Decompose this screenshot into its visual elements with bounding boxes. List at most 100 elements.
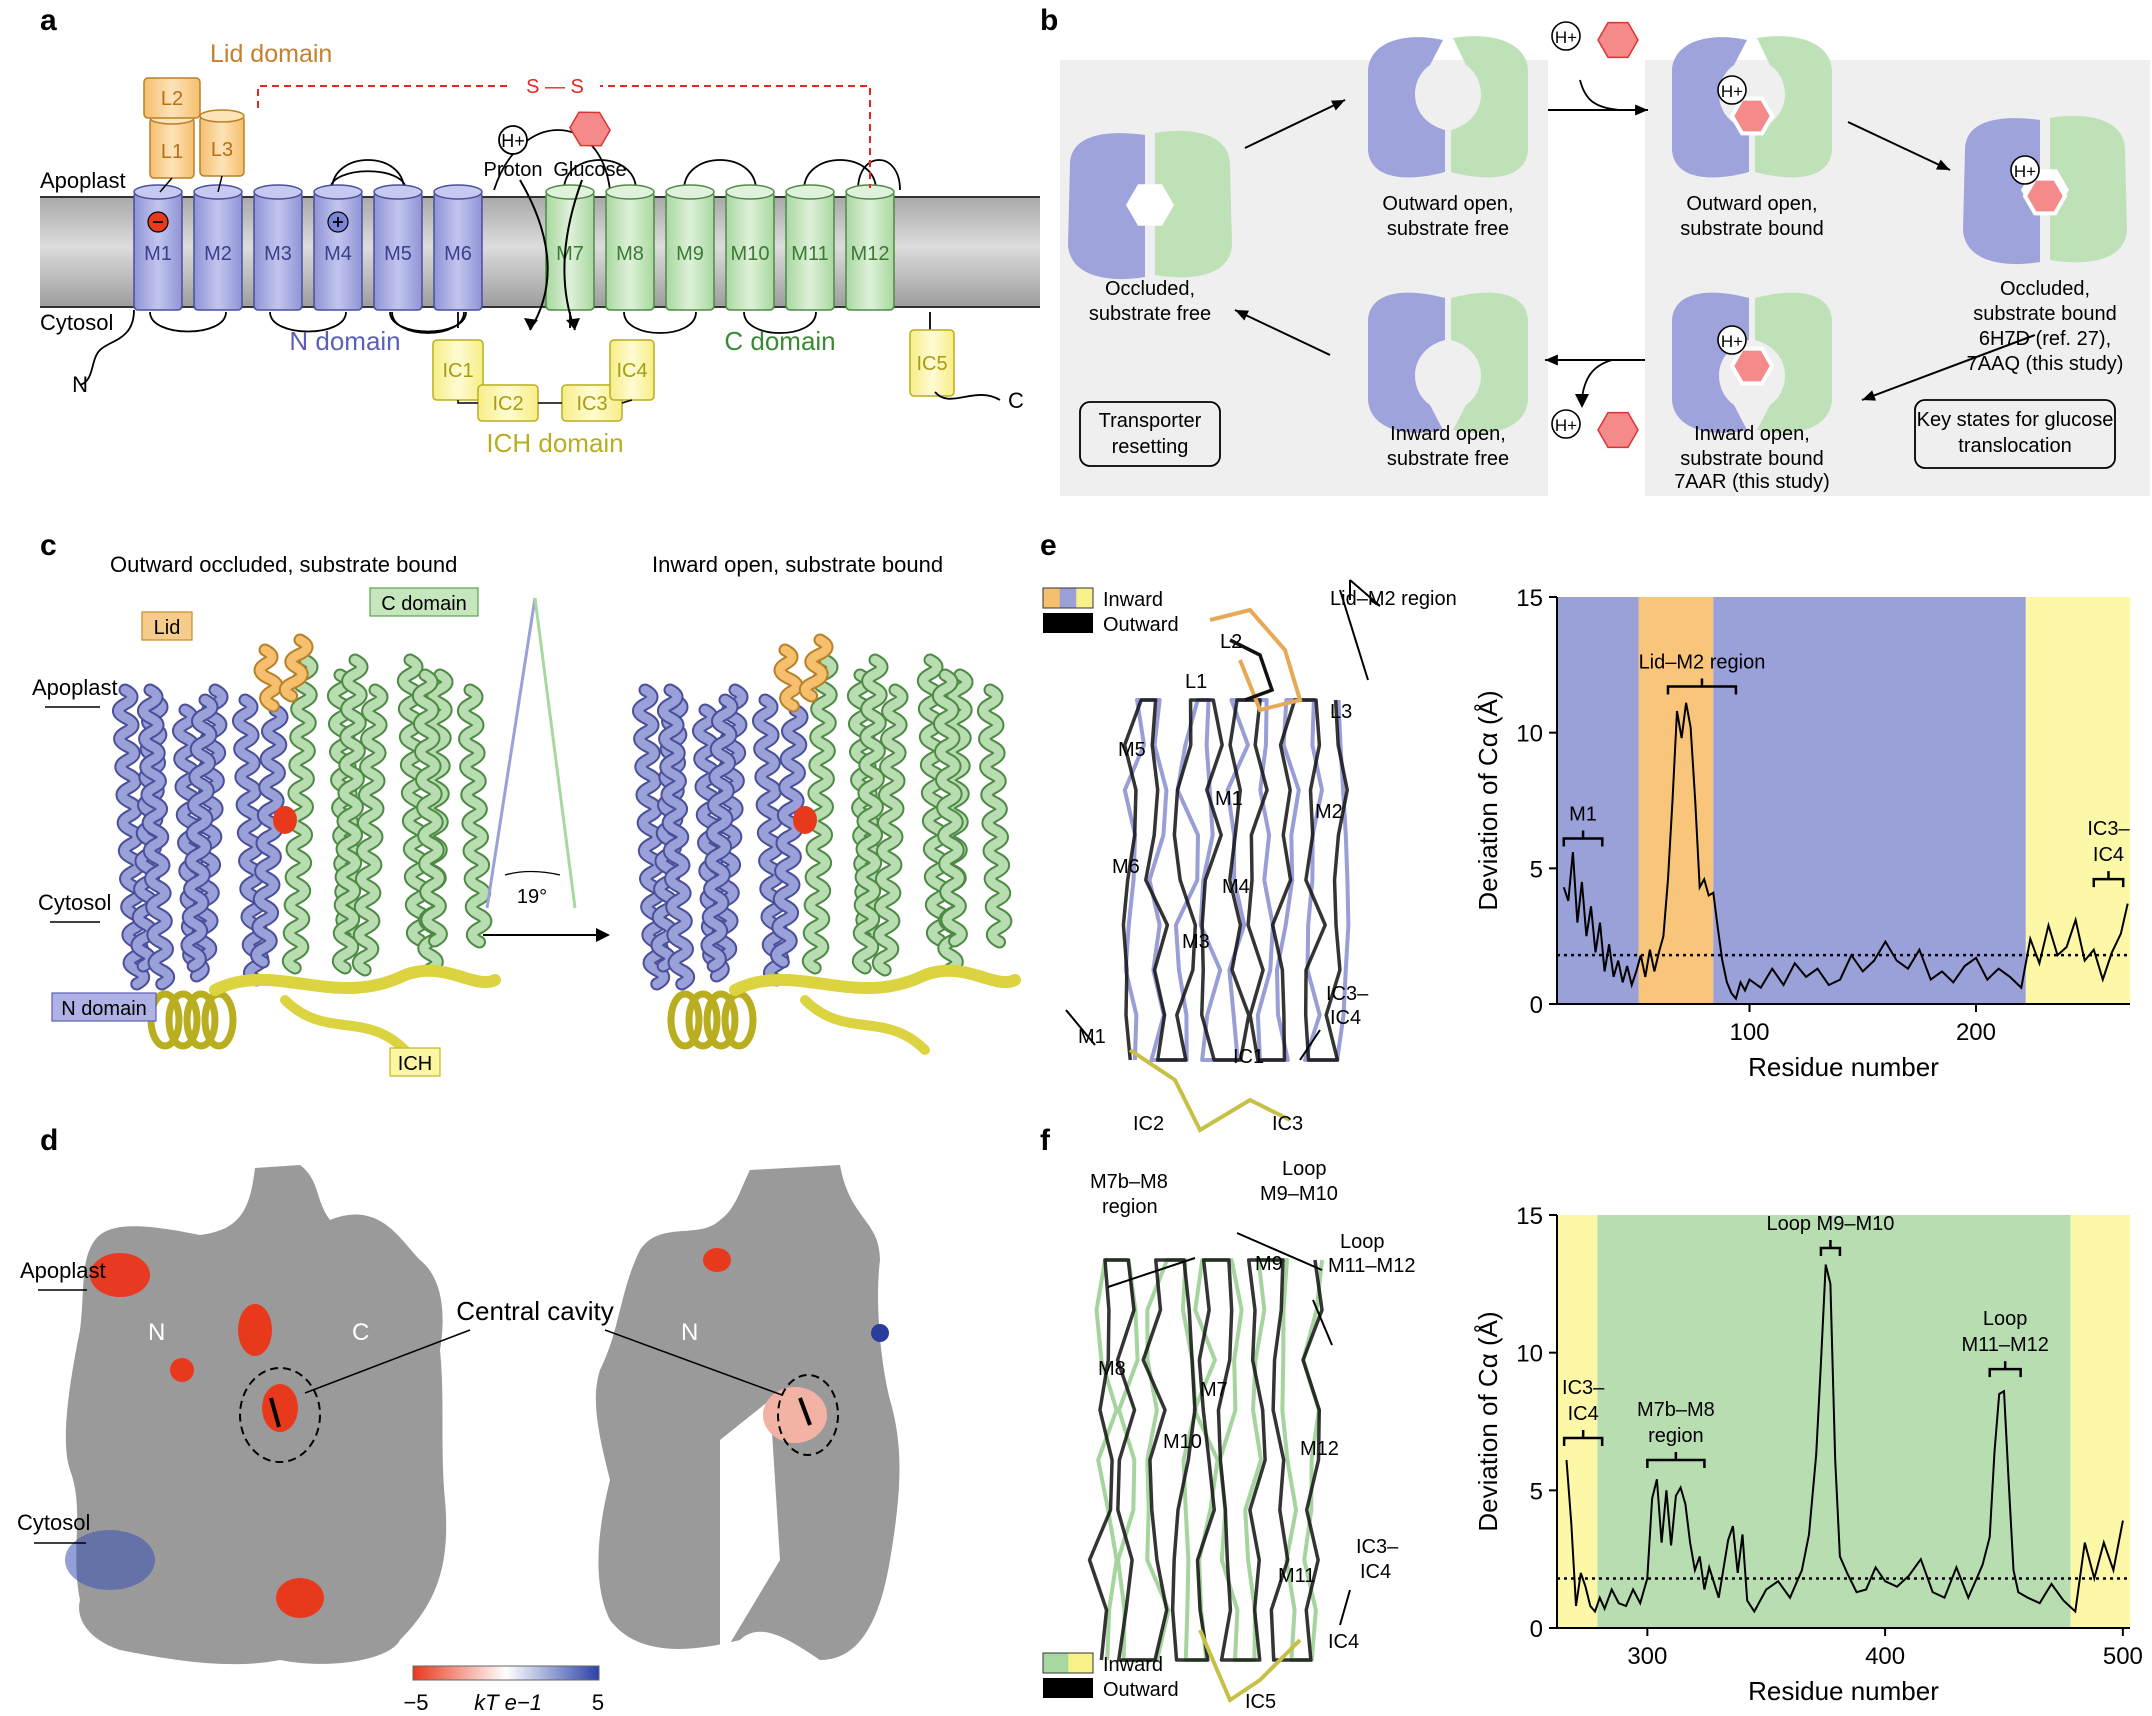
proton-symbol: H+: [501, 131, 525, 151]
annotation-label: M11–M12: [1961, 1334, 2048, 1356]
lid-label-L3: L3: [211, 139, 233, 161]
central-cavity-label: Central cavity: [456, 1296, 614, 1326]
annotation-label: IC3–: [2087, 818, 2130, 840]
transporter-occluded: H+: [1963, 115, 2127, 265]
helix-top: [785, 184, 835, 200]
loop: [391, 311, 465, 334]
ich-ribbon: [800, 995, 930, 1055]
ich-coil: [201, 990, 237, 1050]
bracket-lid-m2: [1339, 589, 1369, 681]
loop: [269, 311, 347, 333]
ich-ribbon: [280, 995, 410, 1055]
panel-d-apoplast: Apoplast: [20, 1258, 106, 1283]
lid-label-L1: L1: [161, 141, 183, 163]
charge-colorbar: [412, 1665, 600, 1681]
c-label-left: C: [352, 1319, 369, 1346]
cavity-ring-left: [239, 1367, 321, 1463]
state-labels: Occluded,substrate free Outward open,sub…: [1089, 193, 2124, 493]
state-inward-bound: Inward open,substrate bound: [1680, 423, 1823, 470]
angle-line-n: [485, 597, 537, 909]
label-m6: M6: [1112, 856, 1140, 878]
label-l1: L1: [1185, 671, 1207, 693]
n-half: [1368, 292, 1445, 433]
legend-inward-f: Inward: [1103, 1654, 1163, 1676]
colorbar-min: −5: [403, 1690, 428, 1715]
uptake-curve: [1579, 79, 1621, 111]
loop-m6-m7: [493, 129, 611, 191]
label-m4: M4: [1222, 876, 1250, 898]
proton-symbol: H+: [2014, 162, 2036, 181]
n-helix-fill: [772, 705, 807, 967]
x-axis-label: Residue number: [1748, 1052, 1939, 1082]
key-states-box-text: Key states for glucose translocation: [1916, 409, 2114, 457]
annotation-bracket: [1646, 1452, 1706, 1469]
panel-e-label: e: [1040, 529, 1057, 562]
panel-f-label: f: [1040, 1124, 1051, 1157]
ich-coil: [721, 990, 757, 1050]
c-half: [1755, 292, 1832, 433]
c-helix-fill: [333, 655, 367, 973]
lid-helix-fill: [280, 635, 312, 701]
state-occluded-bound-pdb2: 7AAQ (this study): [1967, 353, 2124, 375]
release-arrowhead: [1575, 394, 1589, 408]
y-tick-label: 10: [1516, 1341, 1543, 1368]
lid-link: [159, 177, 173, 193]
lid-helix-fill: [800, 635, 832, 701]
ich-domain-label: ICH domain: [486, 428, 623, 458]
c-domain-label: C domain: [724, 326, 835, 356]
legend-inward-e: Inward: [1103, 589, 1163, 611]
cavity-ring-right: [777, 1374, 839, 1456]
lid-tag: Lid: [154, 617, 181, 639]
bracket-ic3f: [1339, 1589, 1351, 1626]
region-band: [1713, 597, 2026, 1004]
ich-coil: [183, 990, 219, 1050]
ich-coil: [703, 990, 739, 1050]
glucose-hexagon-icon: [569, 111, 611, 147]
n-helix-fill: [702, 695, 737, 971]
lid-link: [217, 175, 223, 193]
lid-L2: [143, 77, 201, 119]
panel-b: b H+H+H+H+H+ Occluded,substrate free Out…: [1040, 4, 2150, 496]
n-label-right: N: [681, 1319, 698, 1346]
panel-b-label: b: [1040, 4, 1058, 37]
loop: [331, 159, 405, 191]
arrowhead: [1545, 354, 1558, 366]
lid-trace-outward: [1229, 638, 1275, 702]
c-helix-fill: [459, 685, 491, 947]
transporter-inward: [1368, 292, 1528, 433]
surface-outward: [65, 1165, 447, 1665]
glucose-icon: [1729, 346, 1775, 386]
loop: [149, 311, 227, 333]
annotation-bracket: [1562, 1430, 1604, 1447]
helix-top: [253, 184, 303, 200]
c-helix-fill: [413, 670, 446, 946]
y-tick-label: 5: [1530, 856, 1543, 883]
cycle-arrow: [1244, 99, 1346, 149]
label-m3: M3: [1182, 931, 1210, 953]
helix-label-M11: M11: [791, 243, 828, 265]
ich-ribbon: [209, 964, 501, 996]
structure-labels-f: M7b–M8 region Loop M9–M10 Loop M11–M12 M…: [1090, 1158, 1415, 1713]
glucose-site: [273, 806, 297, 834]
loop: [389, 311, 467, 333]
proton-label: Proton: [484, 159, 543, 181]
ich-tag: ICH: [398, 1053, 432, 1075]
annotation-label: Lid–M2 region: [1639, 652, 1766, 674]
annotation-bracket: [2092, 871, 2125, 888]
ic-IC5: [909, 329, 955, 397]
proton-circle: [498, 125, 528, 155]
region-band: [2025, 597, 2130, 1004]
loop: [623, 311, 697, 334]
helix-label-M12: M12: [851, 243, 890, 265]
label-m9-m10: M9–M10: [1260, 1183, 1338, 1205]
label-m2: M2: [1315, 801, 1343, 823]
helix-top: [605, 184, 655, 200]
label-ic3-ic4-b: IC4: [1330, 1007, 1361, 1029]
helix-label-M4: M4: [324, 243, 352, 265]
ic-label-IC4: IC4: [616, 360, 647, 382]
c-half: [2050, 115, 2127, 263]
outward-trace: [1087, 1258, 1324, 1662]
